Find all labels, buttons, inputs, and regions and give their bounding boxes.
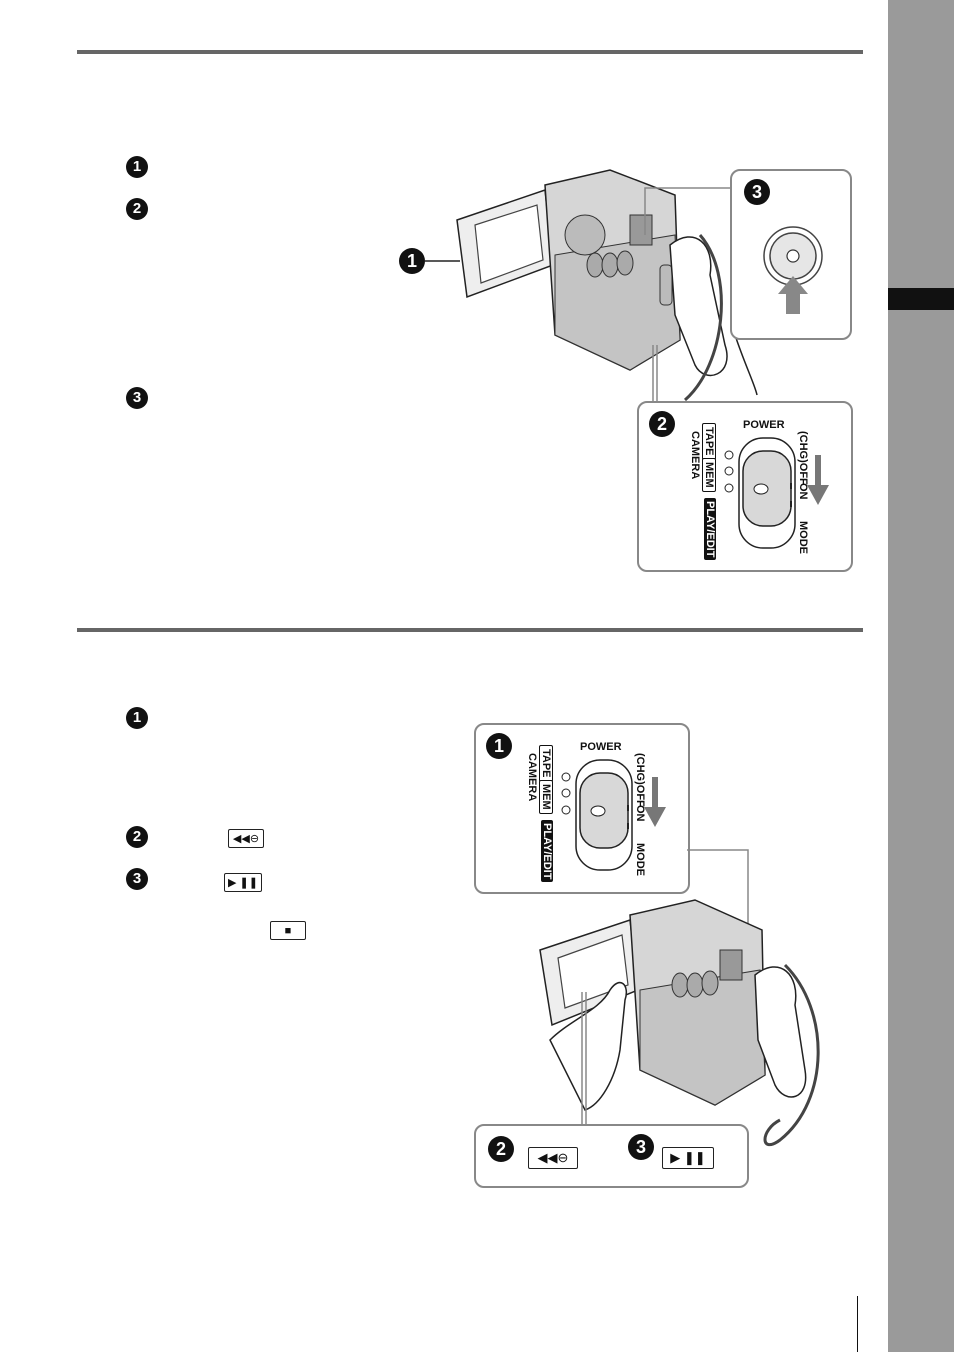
- callout-3-marker: 3: [744, 179, 770, 205]
- tape-label: TAPE: [539, 745, 553, 782]
- rewind-icon: ◀◀⊖: [232, 833, 260, 845]
- camcorder-playback-illustration: [539, 849, 820, 1147]
- mem-label: MEM: [539, 780, 553, 814]
- power-switch-diagram: [561, 759, 666, 871]
- page-number-divider: [857, 1296, 858, 1352]
- camera-step-1-callout-marker: 1: [399, 248, 425, 274]
- callout-press-button: 3: [730, 169, 852, 340]
- callout-1-marker: 1: [486, 733, 512, 759]
- play-pause-button-large[interactable]: ▶ ❚❚: [662, 1147, 714, 1169]
- rewind-button-large[interactable]: ◀◀⊖: [528, 1147, 578, 1169]
- mem-label: MEM: [702, 458, 716, 492]
- bottom-step-1-marker: 1: [126, 707, 148, 729]
- camera-label: CAMERA: [526, 753, 538, 802]
- camcorder-open-lcd-illustration: [425, 169, 758, 402]
- press-button-diagram: [763, 226, 823, 314]
- top-section-rule: [77, 50, 863, 54]
- rewind-icon: ◀◀⊖: [537, 1150, 569, 1165]
- rewind-button[interactable]: ◀◀⊖: [228, 829, 264, 848]
- top-step-1-marker: 1: [126, 156, 148, 178]
- top-step-3-marker: 3: [126, 387, 148, 409]
- bottom-step-3-marker: 3: [126, 868, 148, 890]
- bottom-step-2-marker: 2: [126, 826, 148, 848]
- section-tab-marker: [888, 288, 954, 310]
- power-label: POWER: [580, 741, 622, 753]
- play-pause-button[interactable]: ▶ ❚❚: [224, 873, 262, 892]
- camera-label: CAMERA: [689, 431, 701, 480]
- callout-power-switch-bottom: 1 POWER (CHG)OFF ON MODE TAPE MEM CAMERA…: [474, 723, 690, 894]
- stop-button[interactable]: ■: [270, 921, 306, 940]
- power-switch-diagram: [724, 437, 829, 549]
- top-step-2-marker: 2: [126, 198, 148, 220]
- callout-3-marker: 3: [628, 1134, 654, 1160]
- callout-2-marker: 2: [649, 411, 675, 437]
- bottom-section-rule: [77, 628, 863, 632]
- play-pause-icon: ▶ ❚❚: [670, 1150, 706, 1165]
- callout-playback-buttons: 2 ◀◀⊖ 3 ▶ ❚❚: [474, 1124, 749, 1188]
- power-label: POWER: [743, 419, 785, 431]
- tape-label: TAPE: [702, 423, 716, 460]
- page-edge-sidebar: [888, 0, 954, 1352]
- playedit-label: PLAY/EDIT: [704, 498, 716, 561]
- callout-power-switch-top: 2 POWER (CHG)OFF ON MODE TAPE MEM CAMERA…: [637, 401, 853, 572]
- callout-2-marker: 2: [488, 1136, 514, 1162]
- stop-icon: ■: [284, 924, 292, 937]
- play-pause-icon: ▶ ❚❚: [228, 877, 258, 889]
